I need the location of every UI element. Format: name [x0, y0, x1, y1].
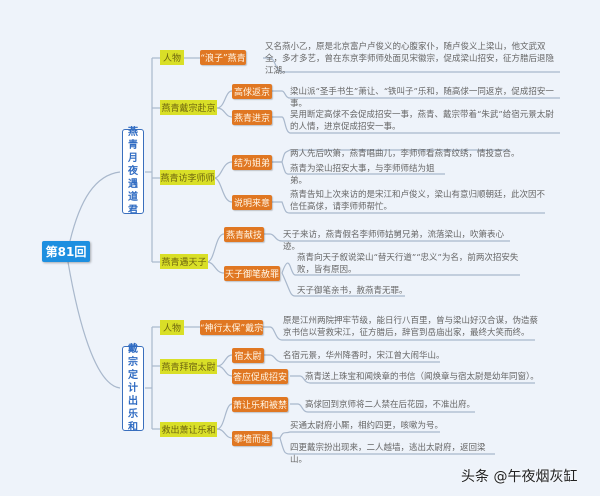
- branch-title-char: 青: [128, 140, 138, 151]
- item-node[interactable]: “浪子”燕青: [200, 50, 246, 65]
- note-text: 燕青为梁山招安大事，与李师师结为姐弟。: [290, 164, 435, 186]
- branch-title-char: 夜: [128, 166, 138, 177]
- item-label: 天子御笔赦罪: [224, 270, 279, 280]
- note-text: 高俅回到京师将二人禁在后花园，不准出府。: [305, 400, 476, 410]
- branch-title-char: 道: [128, 192, 138, 203]
- item-label: 燕青进京: [233, 114, 270, 124]
- branch-title-char: 宗: [128, 357, 138, 368]
- item-node[interactable]: 结为姐弟: [232, 155, 272, 170]
- item-node[interactable]: 萧让乐和被禁: [232, 397, 288, 412]
- item-label: 说明来意: [233, 199, 270, 209]
- item-node[interactable]: 说明来意: [232, 195, 272, 210]
- branch-title-char: 燕: [128, 127, 138, 138]
- branch-title-char: 计: [128, 383, 138, 394]
- topic-label: 燕青拜宿太尉: [161, 363, 216, 373]
- topic-node[interactable]: 燕青遇天子: [160, 254, 208, 269]
- root-node[interactable]: 第81回: [42, 241, 90, 262]
- item-node[interactable]: 答应促成招安: [232, 369, 288, 384]
- item-node[interactable]: 高俅返京: [232, 84, 272, 99]
- topic-label: 燕青戴宗赴京: [161, 104, 216, 114]
- note-text: 买通太尉府小厮，相约四更，咳嗽为号。: [290, 421, 444, 431]
- item-node[interactable]: 燕青进京: [232, 110, 272, 125]
- topic-node[interactable]: 人物: [160, 50, 184, 65]
- topic-label: 救出萧让乐和: [161, 426, 216, 436]
- item-node[interactable]: 宿太尉: [232, 348, 264, 363]
- branch-node-daizong-rescues-yuehe[interactable]: 戴 宗 定 计 出 乐 和: [122, 344, 144, 433]
- branch-title-char: 君: [128, 205, 138, 216]
- item-label: “神行太保”戴宗: [199, 324, 264, 334]
- note-text: 燕青告知上次来访的是宋江和卢俊义，梁山有意归顺朝廷，此次因不信任高俅，请李师师帮…: [290, 190, 546, 212]
- branch-node-yanqing-meets-emperor[interactable]: 燕 青 月 夜 遇 道 君: [122, 127, 144, 216]
- branch-title-char: 月: [128, 153, 138, 164]
- note-text: 名宿元景，华州降香时，宋江曾大闹华山。: [283, 351, 445, 361]
- item-label: 结为姐弟: [233, 159, 270, 169]
- topic-label: 人物: [162, 324, 181, 334]
- item-label: 答应促成招安: [232, 373, 287, 383]
- branch-title-char: 戴: [128, 344, 138, 355]
- note-text: 梁山派“圣手书生”萧让、“铁叫子”乐和，随高俅一同返京，促成招安一事。: [290, 87, 554, 109]
- note-text: 吴用断定高俅不会促成招安一事，燕青、戴宗带着“朱武”给宿元景太尉的人情，进京促成…: [290, 110, 554, 132]
- note-text: 两人先后吹箫，燕青唱曲儿，李师师看燕青纹绣，情投意合。: [290, 149, 520, 159]
- branch-title-char: 乐: [128, 409, 138, 420]
- note-text: 又名燕小乙，原是北京富户卢俊义的心腹家仆，随卢俊义上梁山，他文武双全，多才多艺，…: [265, 42, 555, 76]
- topic-node[interactable]: 救出萧让乐和: [160, 422, 217, 437]
- item-label: “浪子”燕青: [200, 54, 246, 64]
- branch-title-char: 和: [128, 422, 138, 433]
- topic-label: 燕青访李师师: [160, 174, 215, 184]
- item-label: 萧让乐和被禁: [232, 401, 287, 411]
- item-node[interactable]: 天子御笔赦罪: [224, 266, 280, 281]
- note-text: 四更戴宗扮出现来，二人越墙，逃出太尉府，返回梁山。: [290, 443, 486, 465]
- item-label: 高俅返京: [233, 88, 270, 98]
- topic-node[interactable]: 燕青拜宿太尉: [160, 359, 217, 374]
- topic-node[interactable]: 人物: [160, 320, 184, 335]
- branch-title-char: 遇: [128, 179, 138, 190]
- topic-node[interactable]: 燕青访李师师: [160, 170, 215, 185]
- item-node[interactable]: 攀墙而逃: [232, 431, 272, 446]
- note-text: 原是江州两院押牢节级，能日行八百里，曾与梁山好汉合谋，伪造蔡京书信以营救宋江，征…: [283, 316, 539, 338]
- topic-label: 人物: [162, 54, 181, 64]
- item-node[interactable]: “神行太保”戴宗: [200, 320, 263, 335]
- topic-label: 燕青遇天子: [161, 258, 207, 268]
- watermark: 头条 @午夜烟灰缸: [461, 469, 578, 485]
- note-text: 天子御笔亲书，赦燕青无罪。: [297, 286, 408, 296]
- item-label: 攀墙而逃: [233, 435, 270, 445]
- topic-node[interactable]: 燕青戴宗赴京: [160, 100, 217, 115]
- item-node[interactable]: 燕青献技: [224, 227, 264, 242]
- branch-title-char: 定: [128, 370, 138, 381]
- item-label: 宿太尉: [234, 352, 262, 362]
- item-label: 燕青献技: [225, 231, 262, 241]
- root-label: 第81回: [45, 245, 87, 259]
- note-text: 天子来访，燕青假名李师师姑舅兄弟，流落梁山，吹箫表心迹。: [283, 230, 505, 252]
- branch-title-char: 出: [128, 396, 138, 407]
- note-text: 燕青向天子叙说梁山“替天行道”“忠义”为名，前两次招安失败，皆有原因。: [297, 253, 519, 275]
- note-text: 燕青送上珠宝和闻焕章的书信（闻焕章与宿太尉是幼年同窗）。: [305, 372, 539, 382]
